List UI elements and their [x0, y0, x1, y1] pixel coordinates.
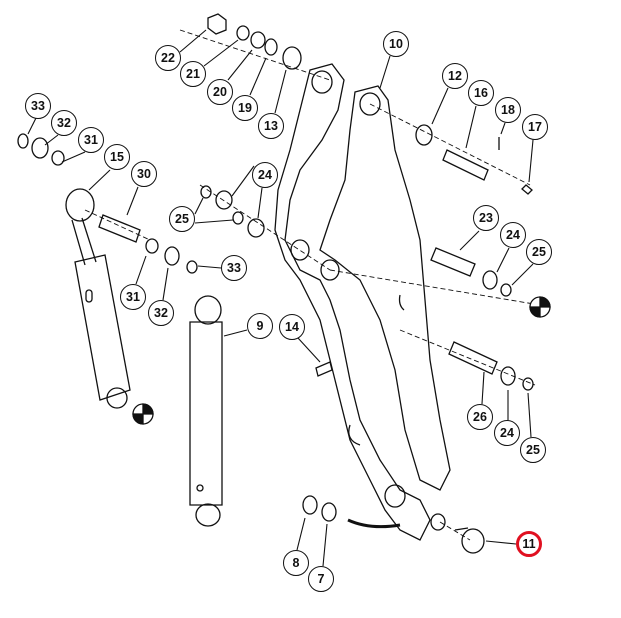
center-cylinder-drawing [189, 295, 223, 527]
callout-part-13[interactable]: 13 [258, 113, 284, 139]
callout-part-23[interactable]: 23 [473, 205, 499, 231]
callout-part-24[interactable]: 24 [500, 222, 526, 248]
callout-part-31[interactable]: 31 [78, 127, 104, 153]
callout-part-20[interactable]: 20 [207, 79, 233, 105]
callout-part-33[interactable]: 33 [221, 255, 247, 281]
callout-part-21[interactable]: 21 [180, 61, 206, 87]
boom-arm-drawing [274, 63, 451, 541]
callout-part-33[interactable]: 33 [25, 93, 51, 119]
callout-part-18[interactable]: 18 [495, 97, 521, 123]
callout-part-24[interactable]: 24 [494, 420, 520, 446]
callout-part-11-highlighted[interactable]: 11 [516, 531, 542, 557]
callout-part-15[interactable]: 15 [104, 144, 130, 170]
callout-part-17[interactable]: 17 [522, 114, 548, 140]
callout-part-19[interactable]: 19 [232, 95, 258, 121]
callout-part-9[interactable]: 9 [247, 313, 273, 339]
callout-part-24[interactable]: 24 [252, 162, 278, 188]
callout-part-7[interactable]: 7 [308, 566, 334, 592]
callout-part-30[interactable]: 30 [131, 161, 157, 187]
callout-part-32[interactable]: 32 [51, 110, 77, 136]
lower-pin-hardware [430, 247, 534, 391]
callout-part-16[interactable]: 16 [468, 80, 494, 106]
callout-part-12[interactable]: 12 [442, 63, 468, 89]
middle-washers [200, 185, 265, 238]
callout-part-10[interactable]: 10 [383, 31, 409, 57]
callout-part-25[interactable]: 25 [526, 239, 552, 265]
callout-part-25[interactable]: 25 [520, 437, 546, 463]
callout-part-25[interactable]: 25 [169, 206, 195, 232]
callout-part-31[interactable]: 31 [120, 284, 146, 310]
callout-part-32[interactable]: 32 [148, 300, 174, 326]
upper-pin-hardware [415, 124, 533, 195]
callout-part-14[interactable]: 14 [279, 314, 305, 340]
reference-symbols [132, 296, 551, 425]
callout-part-26[interactable]: 26 [467, 404, 493, 430]
callout-part-22[interactable]: 22 [155, 45, 181, 71]
callout-part-8[interactable]: 8 [283, 550, 309, 576]
top-pivot-hardware [207, 13, 302, 70]
left-cylinder-drawing [17, 133, 198, 409]
